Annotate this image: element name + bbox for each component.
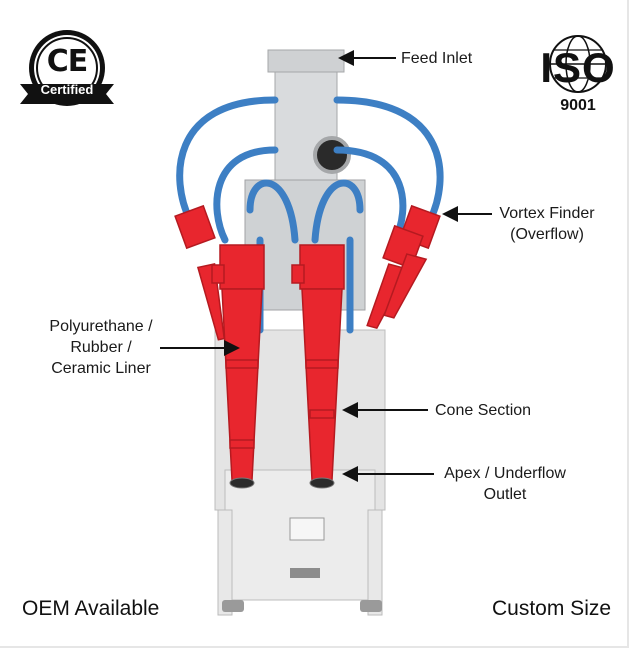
feed-inlet-flange: [267, 49, 345, 73]
hydrocyclone-cluster-illustration: [174, 49, 444, 616]
label-feed-inlet: Feed Inlet: [401, 50, 473, 67]
ce-mark-text: CE: [46, 44, 89, 79]
iso-number-text: 9001: [560, 97, 596, 114]
apex-outlet-left: [229, 477, 255, 489]
label-vortex-finder-line2: (Overflow): [510, 226, 584, 243]
manifold-port: [313, 136, 351, 174]
apex-outlet-center: [309, 477, 335, 489]
ce-certified-badge: CE Certified: [14, 24, 120, 116]
globe-icon: [549, 35, 607, 93]
label-apex-outlet: Apex / Underflow Outlet: [428, 463, 582, 505]
label-vortex-finder-line1: Vortex Finder: [499, 205, 595, 222]
label-liner-line2: Rubber /: [70, 339, 132, 356]
label-liner-line1: Polyurethane /: [49, 318, 153, 335]
label-apex-outlet-line1: Apex / Underflow: [444, 465, 566, 482]
foot-left: [222, 600, 244, 612]
ce-seal-icon: [20, 30, 114, 106]
iso-mark-text: ISO: [540, 44, 616, 91]
label-vortex-finder: Vortex Finder (Overflow): [488, 203, 606, 245]
footer-oem-available: OEM Available: [22, 597, 160, 620]
frame-leg-right: [367, 509, 383, 616]
underflow-spout: [290, 568, 320, 578]
cyclone-units: [174, 204, 441, 481]
footer-custom-size: Custom Size: [492, 597, 612, 620]
overflow-hoses: [176, 96, 444, 334]
iso-9001-badge: ISO 9001: [534, 30, 622, 114]
frame-leg-left: [217, 509, 233, 616]
ce-certified-text: Certified: [40, 82, 94, 97]
label-cone-section: Cone Section: [435, 402, 532, 419]
label-liner: Polyurethane / Rubber / Ceramic Liner: [38, 316, 164, 379]
label-apex-outlet-line2: Outlet: [483, 486, 527, 503]
foot-right: [360, 600, 382, 612]
label-liner-line3: Ceramic Liner: [51, 360, 151, 377]
inspection-panel: [289, 517, 325, 541]
